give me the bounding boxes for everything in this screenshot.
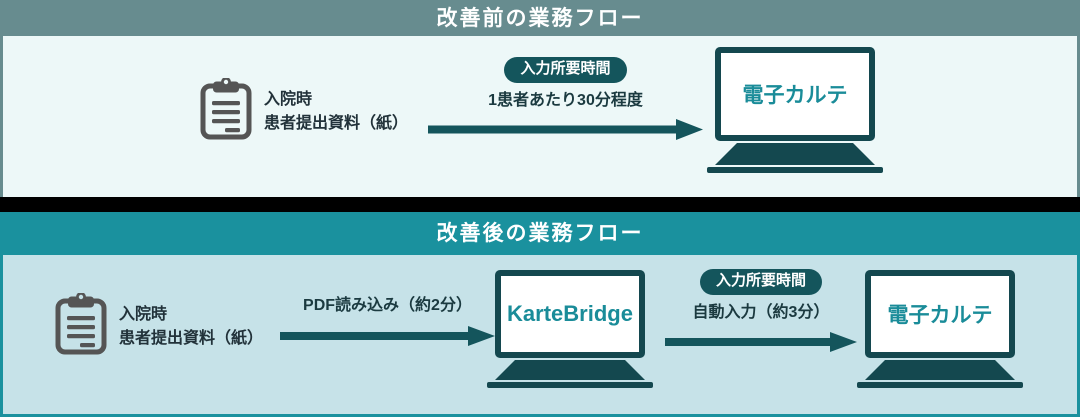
after-source-label: 入院時 患者提出資料（紙） [119, 303, 263, 349]
after-arrow2-label: 自動入力（約3分） [692, 303, 830, 321]
after-section-title: 改善後の業務フロー [436, 221, 644, 245]
section-separator [0, 197, 1080, 212]
after-arrow1-icon [280, 325, 495, 346]
laptop-foot [857, 382, 1023, 388]
after-section: 改善後の業務フロー 入 [0, 212, 1080, 417]
before-section-header: 改善前の業務フロー [0, 0, 1080, 36]
laptop-screen: 電子カルテ [715, 47, 875, 141]
before-target-label: 電子カルテ [742, 84, 848, 107]
after-duration-badge: 入力所要時間 [699, 269, 822, 295]
before-section-title: 改善前の業務フロー [436, 5, 644, 30]
before-flow-panel: 入院時 患者提出資料（紙） 入力所要時間 1患者あたり30分程度 電子カルテ [0, 36, 1080, 197]
laptop-foot [487, 382, 653, 388]
before-arrow-icon [428, 119, 703, 141]
laptop-base [495, 360, 645, 380]
laptop-base [865, 360, 1015, 380]
after-target-label: 電子カルテ [887, 304, 993, 327]
after-target-laptop: 電子カルテ [857, 270, 1023, 388]
after-arrow2-icon [665, 332, 857, 353]
before-target-laptop: 電子カルテ [707, 47, 883, 173]
after-section-header: 改善後の業務フロー [0, 212, 1080, 255]
before-arrow-label: 1患者あたり30分程度 [488, 91, 643, 109]
before-arrow-group: 入力所要時間 1患者あたり30分程度 [428, 57, 703, 141]
after-badge-wrap: 入力所要時間 [665, 269, 857, 295]
after-arrow1-label: PDF読み込み（約2分） [303, 297, 472, 314]
laptop-screen: KarteBridge [495, 270, 645, 358]
after-middle-laptop: KarteBridge [487, 270, 653, 388]
before-section: 改善前の業務フロー 入 [0, 0, 1080, 197]
laptop-screen: 電子カルテ [865, 270, 1015, 358]
after-arrow1-group: PDF読み込み（約2分） [280, 296, 495, 346]
after-flow-panel: 入院時 患者提出資料（紙） PDF読み込み（約2分） KarteBridge [0, 255, 1080, 417]
before-source-line1: 入院時 [264, 91, 313, 109]
after-source-line1: 入院時 [119, 306, 168, 324]
laptop-base [715, 143, 875, 165]
after-source-line2: 患者提出資料（紙） [119, 329, 264, 347]
before-duration-badge: 入力所要時間 [504, 57, 627, 83]
before-badge-wrap: 入力所要時間 [428, 57, 703, 83]
before-source-label: 入院時 患者提出資料（紙） [264, 88, 408, 134]
laptop-foot [707, 167, 883, 173]
clipboard-icon [55, 292, 107, 360]
before-source-node: 入院時 患者提出資料（紙） [200, 77, 408, 145]
after-arrow2-group: 入力所要時間 自動入力（約3分） [665, 269, 857, 353]
clipboard-icon [200, 77, 252, 145]
after-source-node: 入院時 患者提出資料（紙） [55, 292, 263, 360]
before-source-line2: 患者提出資料（紙） [264, 114, 409, 132]
after-middle-label: KarteBridge [507, 301, 633, 326]
